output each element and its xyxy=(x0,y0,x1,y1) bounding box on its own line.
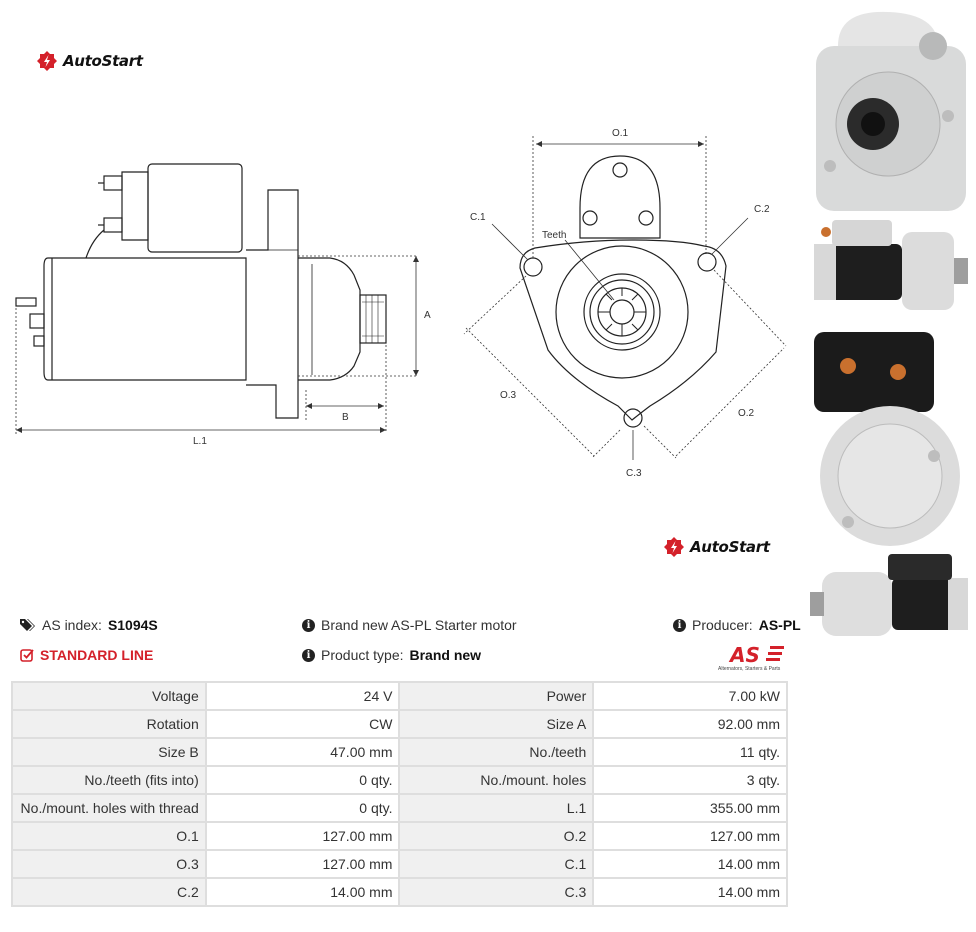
spec-label: No./teeth xyxy=(398,737,595,767)
dim-label-c2: C.2 xyxy=(754,204,770,215)
spec-value: 14.00 mm xyxy=(592,877,788,907)
standard-line-label: STANDARD LINE xyxy=(40,647,154,663)
producer-value: AS-PL xyxy=(758,617,801,633)
dim-label-o2: O.2 xyxy=(738,408,755,419)
dim-label-c3: C.3 xyxy=(626,468,642,479)
as-index-row: AS index: S1094S xyxy=(20,617,158,633)
info-icon: i xyxy=(673,618,686,632)
product-photos xyxy=(806,0,976,640)
dim-label-l1: L.1 xyxy=(193,436,207,447)
spec-label: L.1 xyxy=(398,793,595,823)
spec-value: 92.00 mm xyxy=(592,709,788,739)
as-pl-logo-text: AS xyxy=(728,643,760,667)
spec-value: 127.00 mm xyxy=(592,821,788,851)
spec-value: 0 qty. xyxy=(204,793,401,823)
spec-label: O.3 xyxy=(11,849,207,879)
tag-icon xyxy=(20,619,35,631)
as-pl-logo: AS Alternators, Starters & Parts xyxy=(718,643,784,672)
spec-value: 355.00 mm xyxy=(592,793,788,823)
dim-label-c1: C.1 xyxy=(470,212,486,223)
photo-side-view[interactable] xyxy=(808,218,972,318)
spec-value: 127.00 mm xyxy=(204,849,401,879)
spec-value: 47.00 mm xyxy=(204,737,401,767)
dim-label-o3: O.3 xyxy=(500,390,517,401)
spec-label: C.1 xyxy=(398,849,595,879)
info-icon: i xyxy=(302,648,315,662)
spec-value: 14.00 mm xyxy=(204,877,401,907)
product-type-value: Brand new xyxy=(409,647,482,663)
description-row: i Brand new AS-PL Starter motor xyxy=(302,617,517,633)
photo-rear-view[interactable] xyxy=(808,326,972,546)
dim-label-teeth: Teeth xyxy=(542,230,566,241)
spec-value: 14.00 mm xyxy=(592,849,788,879)
spec-label: C.3 xyxy=(398,877,595,907)
as-index-label: AS index: xyxy=(42,617,102,633)
spec-value: CW xyxy=(204,709,401,739)
producer-row: i Producer: AS-PL xyxy=(673,617,801,633)
producer-label: Producer: xyxy=(692,617,753,633)
dim-label-a: A xyxy=(424,310,431,321)
spec-value: 11 qty. xyxy=(592,737,788,767)
standard-line-row: STANDARD LINE xyxy=(20,647,153,663)
info-icon: i xyxy=(302,618,315,632)
spec-label: No./mount. holes with thread xyxy=(11,793,207,823)
spec-value: 127.00 mm xyxy=(204,821,401,851)
spec-value: 3 qty. xyxy=(592,765,788,795)
spec-value: 7.00 kW xyxy=(592,681,788,711)
spec-label: No./teeth (fits into) xyxy=(11,765,207,795)
spec-value: 0 qty. xyxy=(204,765,401,795)
spec-label: Size B xyxy=(11,737,207,767)
spec-value: 24 V xyxy=(204,681,401,711)
technical-drawing: A B L.1 xyxy=(15,128,787,479)
spec-label: O.1 xyxy=(11,821,207,851)
dim-label-b: B xyxy=(342,412,349,423)
spec-label: Voltage xyxy=(11,681,207,711)
dim-label-o1: O.1 xyxy=(612,128,629,139)
spec-label: Size A xyxy=(398,709,595,739)
spec-label: Power xyxy=(398,681,595,711)
check-square-icon xyxy=(20,649,34,662)
spec-label: O.2 xyxy=(398,821,595,851)
spec-label: Rotation xyxy=(11,709,207,739)
as-index-value: S1094S xyxy=(107,617,158,633)
autostart-logo-icon xyxy=(37,51,57,71)
autostart-logo-icon xyxy=(664,537,684,557)
spec-label: No./mount. holes xyxy=(398,765,595,795)
autostart-logo-bottom: AutoStart xyxy=(663,536,770,558)
autostart-logo-top: AutoStart xyxy=(36,50,143,72)
product-type-label: Product type: xyxy=(321,647,404,663)
brand-name: AutoStart xyxy=(63,52,143,70)
product-description: Brand new AS-PL Starter motor xyxy=(321,617,517,633)
product-type-row: i Product type: Brand new xyxy=(302,647,481,663)
brand-name: AutoStart xyxy=(690,538,770,556)
spec-row: No./teeth (fits into)0 qty.No./mount. ho… xyxy=(11,765,788,795)
spec-label: C.2 xyxy=(11,877,207,907)
photo-front-view[interactable] xyxy=(808,6,972,216)
photo-angle-view[interactable] xyxy=(808,552,972,642)
as-pl-tagline: Alternators, Starters & Parts xyxy=(718,666,781,672)
